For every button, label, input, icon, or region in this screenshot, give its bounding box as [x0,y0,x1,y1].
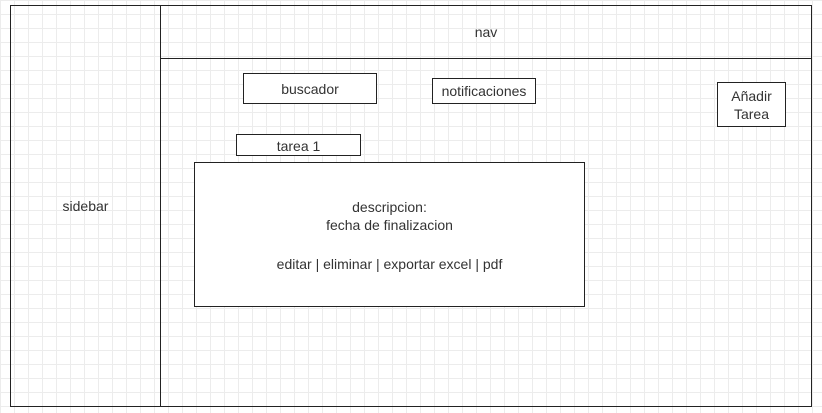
task-title[interactable]: tarea 1 [236,134,361,156]
add-task-label-line2: Tarea [733,105,770,122]
add-task-label: Añadir Tarea [731,87,771,123]
task-due-date-label: fecha de finalizacion [326,217,453,233]
search-box[interactable]: buscador [243,73,377,104]
task-actions[interactable]: editar | eliminar | exportar excel | pdf [276,256,503,272]
task-title-label: tarea 1 [276,138,321,154]
add-task-button[interactable]: Añadir Tarea [717,82,786,127]
sidebar-label: sidebar [62,198,109,214]
nav-bar: nav [160,5,812,59]
sidebar: sidebar [10,5,161,407]
task-card: descripcion: fecha de finalizacion edita… [194,162,585,307]
nav-label: nav [474,24,498,40]
notifications-button[interactable]: notificaciones [432,78,536,104]
search-label: buscador [281,80,339,97]
task-description-label: descripcion: [352,199,427,215]
add-task-label-line1: Añadir [731,87,772,104]
notifications-label: notificaciones [441,83,527,99]
